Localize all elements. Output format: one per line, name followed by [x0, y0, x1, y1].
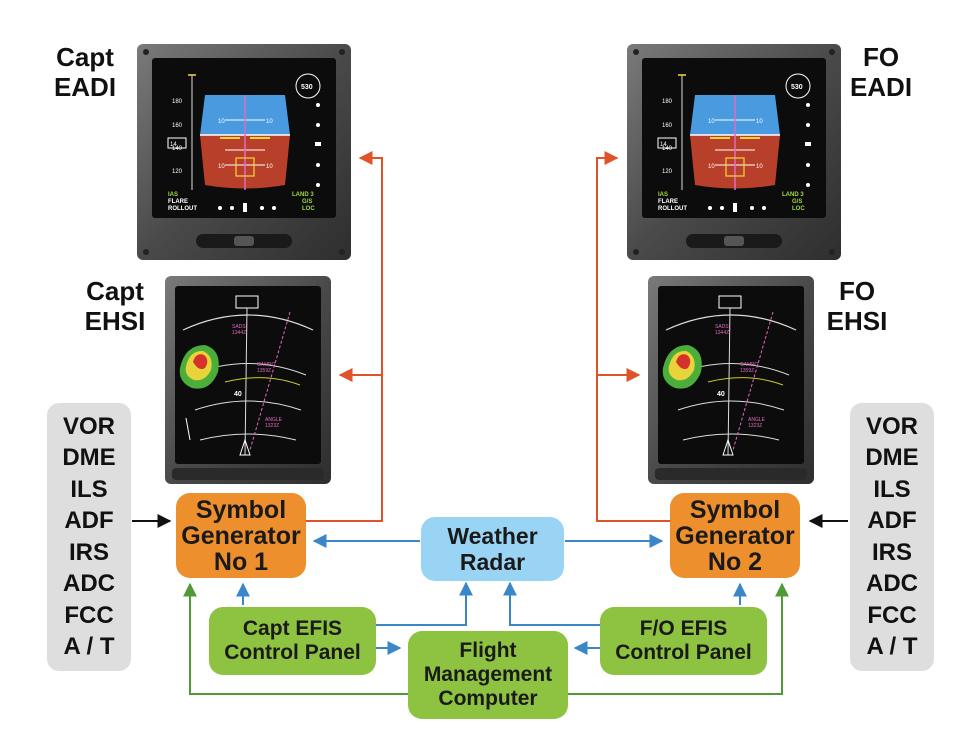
capt-ehsi-title: Capt EHSI — [84, 276, 146, 336]
fo-mode-flare: FLARE — [658, 199, 678, 205]
capt-speed-160: 160 — [172, 123, 183, 129]
capt-wp-campo: CAMPO — [257, 362, 275, 368]
capt-pitch-label: 10 — [218, 119, 225, 125]
capt-pitch-label: 10 — [266, 119, 273, 125]
symbol-generator-2: Symbol Generator No 2 — [670, 493, 800, 578]
input-irs: IRS — [871, 538, 912, 566]
capt-speed-140: 140 — [172, 146, 183, 152]
fo-pitch-label: 10 — [708, 119, 715, 125]
input-at: A / T — [866, 633, 918, 661]
fo-mode-land3: LAND 3 — [782, 192, 804, 198]
capt-pitch-label: 10 — [218, 164, 225, 170]
fo-eadi-title: FO EADI — [849, 42, 913, 102]
fo-pitch-label: 10 — [756, 164, 763, 170]
fo-speed-160: 160 — [662, 123, 673, 129]
capt-speed-120: 120 — [172, 169, 183, 175]
capt-mode-ias: IAS — [168, 192, 178, 198]
capt-mode-flare: FLARE — [168, 199, 188, 205]
fo-eadi-display: 180 160 140 120 14 10 10 10 10 530 IAS F… — [627, 44, 841, 260]
fo-pitch-label: 10 — [756, 119, 763, 125]
input-fcc: FCC — [64, 601, 114, 629]
fmc-to-sg2-arrow — [568, 582, 789, 695]
input-fcc: FCC — [867, 601, 917, 629]
fo-mode-ias: IAS — [658, 192, 668, 198]
capt-wp-sadsi-time: 1344Z — [232, 330, 246, 336]
fo-ehsi-title: FO EHSI — [826, 276, 888, 336]
fo-wp-campo: CAMPO — [740, 362, 758, 368]
fo-speed-box: 14 — [660, 142, 667, 148]
capt-wp-sadsi: SADSI — [232, 324, 247, 330]
capt-mode-gs: G/S — [302, 199, 312, 205]
input-irs: IRS — [68, 538, 109, 566]
input-at: A / T — [63, 633, 115, 661]
fo-wp-sadsi: SADSI — [715, 324, 730, 330]
input-dme: DME — [865, 444, 919, 472]
capt-wp-angle: ANGLE — [265, 417, 283, 423]
input-vor: VOR — [865, 412, 918, 440]
fo-speed-120: 120 — [662, 169, 673, 175]
capt-efis-to-radar-arrow — [376, 581, 473, 626]
input-vor: VOR — [62, 412, 115, 440]
capt-wp-angle-time: 1323Z — [265, 423, 279, 429]
flight-management-computer: Flight Management Computer — [408, 631, 568, 719]
input-adf: ADF — [867, 507, 917, 535]
fo-efis-control-panel: F/O EFIS Control Panel — [600, 607, 767, 675]
weather-radar: Weather Radar — [421, 517, 564, 581]
capt-ehsi-display: SADSI 1344Z CAMPO 1359Z ANGLE 1323Z 40 — [165, 276, 331, 484]
capt-mode-land3: LAND 3 — [292, 192, 314, 198]
capt-mode-loc: LOC — [302, 206, 315, 212]
right-sensor-inputs: VOR DME ILS ADF IRS ADC FCC A / T — [850, 403, 934, 671]
input-ils: ILS — [873, 475, 911, 503]
sg1-to-capt-eadi-arrow — [305, 151, 383, 522]
fo-mode-loc: LOC — [792, 206, 805, 212]
fo-efis-to-radar-arrow — [503, 581, 600, 626]
fo-range-label: 40 — [717, 391, 725, 398]
capt-speed-box: 14 — [170, 142, 177, 148]
fo-mode-gs: G/S — [792, 199, 802, 205]
capt-radio-alt: 530 — [301, 84, 313, 91]
fo-ehsi-display: SADSI 1344Z CAMPO 1359Z ANGLE 1323Z 40 — [648, 276, 814, 484]
capt-range-label: 40 — [234, 391, 242, 398]
input-adf: ADF — [64, 507, 114, 535]
capt-speed-180: 180 — [172, 99, 183, 105]
input-adc: ADC — [866, 570, 918, 598]
input-ils: ILS — [70, 475, 108, 503]
sg2-to-fo-eadi-arrow — [596, 151, 670, 522]
capt-eadi-title: Capt EADI — [53, 42, 117, 102]
capt-efis-control-panel: Capt EFIS Control Panel — [209, 607, 376, 675]
fo-wp-angle: ANGLE — [748, 417, 766, 423]
fo-wp-angle-time: 1323Z — [748, 423, 762, 429]
capt-wp-campo-time: 1359Z — [257, 368, 271, 374]
symbol-generator-1: Symbol Generator No 1 — [176, 493, 306, 578]
capt-pitch-label: 10 — [266, 164, 273, 170]
fo-wp-sadsi-time: 1344Z — [715, 330, 729, 336]
fo-wp-campo-time: 1359Z — [740, 368, 754, 374]
fo-mode-rollout: ROLLOUT — [658, 206, 687, 212]
fo-speed-180: 180 — [662, 99, 673, 105]
fmc-to-sg1-arrow — [183, 582, 408, 695]
fo-radio-alt: 530 — [791, 84, 803, 91]
capt-eadi-display: 180 160 140 120 14 10 10 10 10 530 IAS F… — [137, 44, 351, 260]
left-sensor-inputs: VOR DME ILS ADF IRS ADC FCC A / T — [47, 403, 131, 671]
fo-speed-140: 140 — [662, 146, 673, 152]
input-dme: DME — [62, 444, 116, 472]
fo-pitch-label: 10 — [708, 164, 715, 170]
capt-mode-rollout: ROLLOUT — [168, 206, 197, 212]
input-adc: ADC — [63, 570, 115, 598]
